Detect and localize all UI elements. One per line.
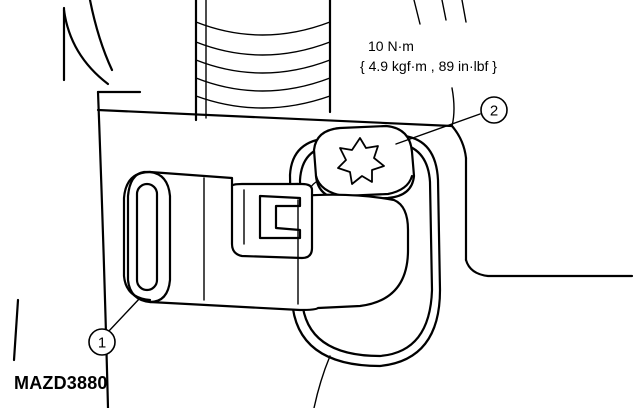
engine-wall-left bbox=[12, 0, 114, 362]
callout-2-number: 2 bbox=[490, 103, 498, 120]
torque-spec-alt: { 4.9 kgf·m , 89 in·lbf } bbox=[360, 58, 497, 74]
leader-line-1 bbox=[107, 297, 141, 333]
bolt-2 bbox=[312, 124, 416, 202]
leader-line-2 bbox=[395, 113, 481, 145]
callout-1-number: 1 bbox=[98, 335, 106, 352]
torque-spec-nm: 10 N·m bbox=[368, 38, 414, 54]
torx-star-bolt-icon bbox=[337, 137, 385, 185]
callout-2: 2 bbox=[480, 96, 508, 124]
callout-1: 1 bbox=[88, 328, 116, 356]
mounting-plate bbox=[96, 0, 634, 408]
figure-code: MAZD3880 bbox=[14, 373, 108, 393]
connector-1 bbox=[122, 170, 410, 312]
connector-port bbox=[135, 182, 159, 292]
upper-column bbox=[194, 0, 332, 122]
